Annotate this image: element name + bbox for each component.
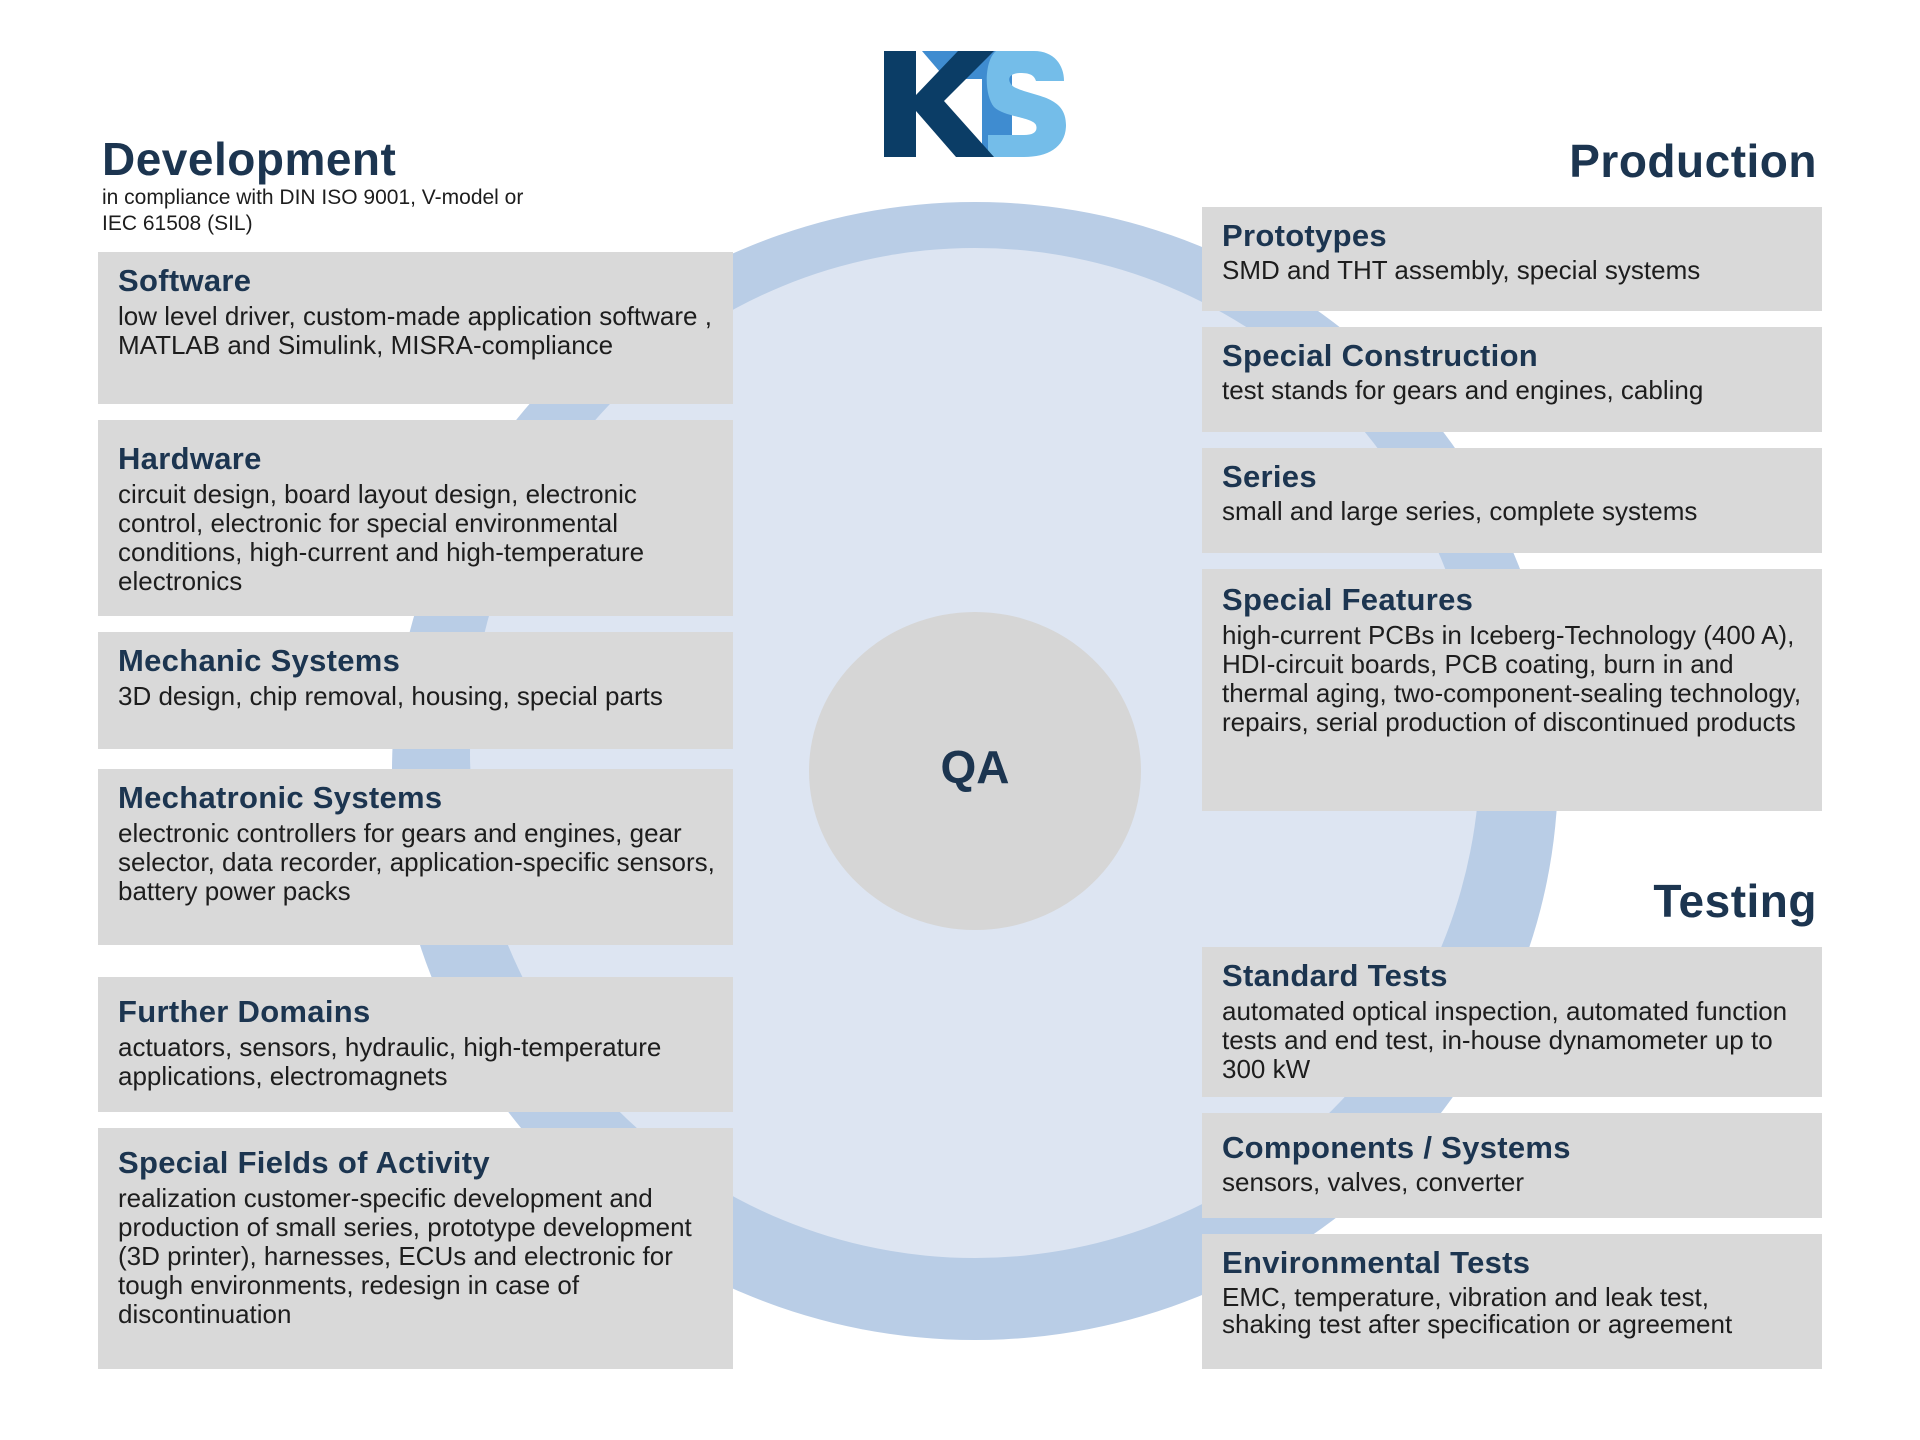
card-title: Further Domains xyxy=(118,994,371,1029)
card-title: Components / Systems xyxy=(1222,1130,1571,1165)
testing-title: Testing xyxy=(1653,875,1817,927)
card-title: Special Features xyxy=(1222,582,1474,617)
card-special-construction: Special Construction test stands for gea… xyxy=(1202,327,1822,432)
card-title: Hardware xyxy=(118,441,262,476)
logo-letter-k xyxy=(884,51,994,157)
card-prototypes: Prototypes SMD and THT assembly, special… xyxy=(1202,207,1822,311)
card-software: Software low level driver, custom-made a… xyxy=(98,252,733,404)
card-text: sensors, valves, converter xyxy=(1222,1167,1525,1197)
card-text: 3D design, chip removal, housing, specia… xyxy=(118,681,663,711)
qa-circle xyxy=(809,612,1141,930)
card-title: Special Construction xyxy=(1222,338,1539,373)
card-series: Series small and large series, complete … xyxy=(1202,448,1822,553)
card-title: Environmental Tests xyxy=(1222,1245,1531,1280)
card-title: Mechanic Systems xyxy=(118,643,401,678)
production-title: Production xyxy=(1569,135,1817,187)
card-title: Mechatronic Systems xyxy=(118,780,443,815)
card-text: small and large series, complete systems xyxy=(1222,496,1698,526)
card-text: high-current PCBs in Iceberg-Technology … xyxy=(1222,620,1802,737)
development-title: Development xyxy=(102,133,397,185)
kts-logo xyxy=(884,51,1066,157)
logo-letter-s xyxy=(986,51,1066,157)
card-text: SMD and THT assembly, special systems xyxy=(1222,255,1701,285)
card-text: low level driver, custom-made applicatio… xyxy=(118,301,712,360)
card-text: realization customer-specific developmen… xyxy=(118,1183,692,1329)
card-mechatronic-systems: Mechatronic Systems electronic controlle… xyxy=(98,769,733,945)
card-title: Software xyxy=(118,263,252,298)
card-environmental-tests: Environmental Tests EMC, temperature, vi… xyxy=(1202,1234,1822,1369)
card-text: automated optical inspection, automated … xyxy=(1222,996,1788,1084)
card-mechanic-systems: Mechanic Systems 3D design, chip removal… xyxy=(98,632,733,749)
card-standard-tests: Standard Tests automated optical inspect… xyxy=(1202,947,1822,1097)
card-components-systems: Components / Systems sensors, valves, co… xyxy=(1202,1113,1822,1218)
card-title: Series xyxy=(1222,459,1317,494)
qa-label: QA xyxy=(940,741,1010,793)
card-title: Standard Tests xyxy=(1222,958,1448,993)
development-subtitle: in compliance with DIN ISO 9001, V-model… xyxy=(102,185,523,237)
card-special-fields: Special Fields of Activity realization c… xyxy=(98,1128,733,1369)
card-title: Special Fields of Activity xyxy=(118,1145,490,1180)
development-subtitle-line1: in compliance with DIN ISO 9001, V-model… xyxy=(102,186,524,209)
card-text: electronic controllers for gears and eng… xyxy=(118,818,715,906)
card-text: actuators, sensors, hydraulic, high-temp… xyxy=(118,1032,662,1091)
card-title: Prototypes xyxy=(1222,218,1387,253)
card-text: test stands for gears and engines, cabli… xyxy=(1222,375,1704,405)
card-text: circuit design, board layout design, ele… xyxy=(118,479,645,596)
card-special-features: Special Features high-current PCBs in Ic… xyxy=(1202,569,1822,811)
card-further-domains: Further Domains actuators, sensors, hydr… xyxy=(98,977,733,1112)
development-subtitle-line2: IEC 61508 (SIL) xyxy=(102,212,253,235)
card-text: EMC, temperature, vibration and leak tes… xyxy=(1222,1282,1733,1339)
card-hardware: Hardware circuit design, board layout de… xyxy=(98,420,733,616)
